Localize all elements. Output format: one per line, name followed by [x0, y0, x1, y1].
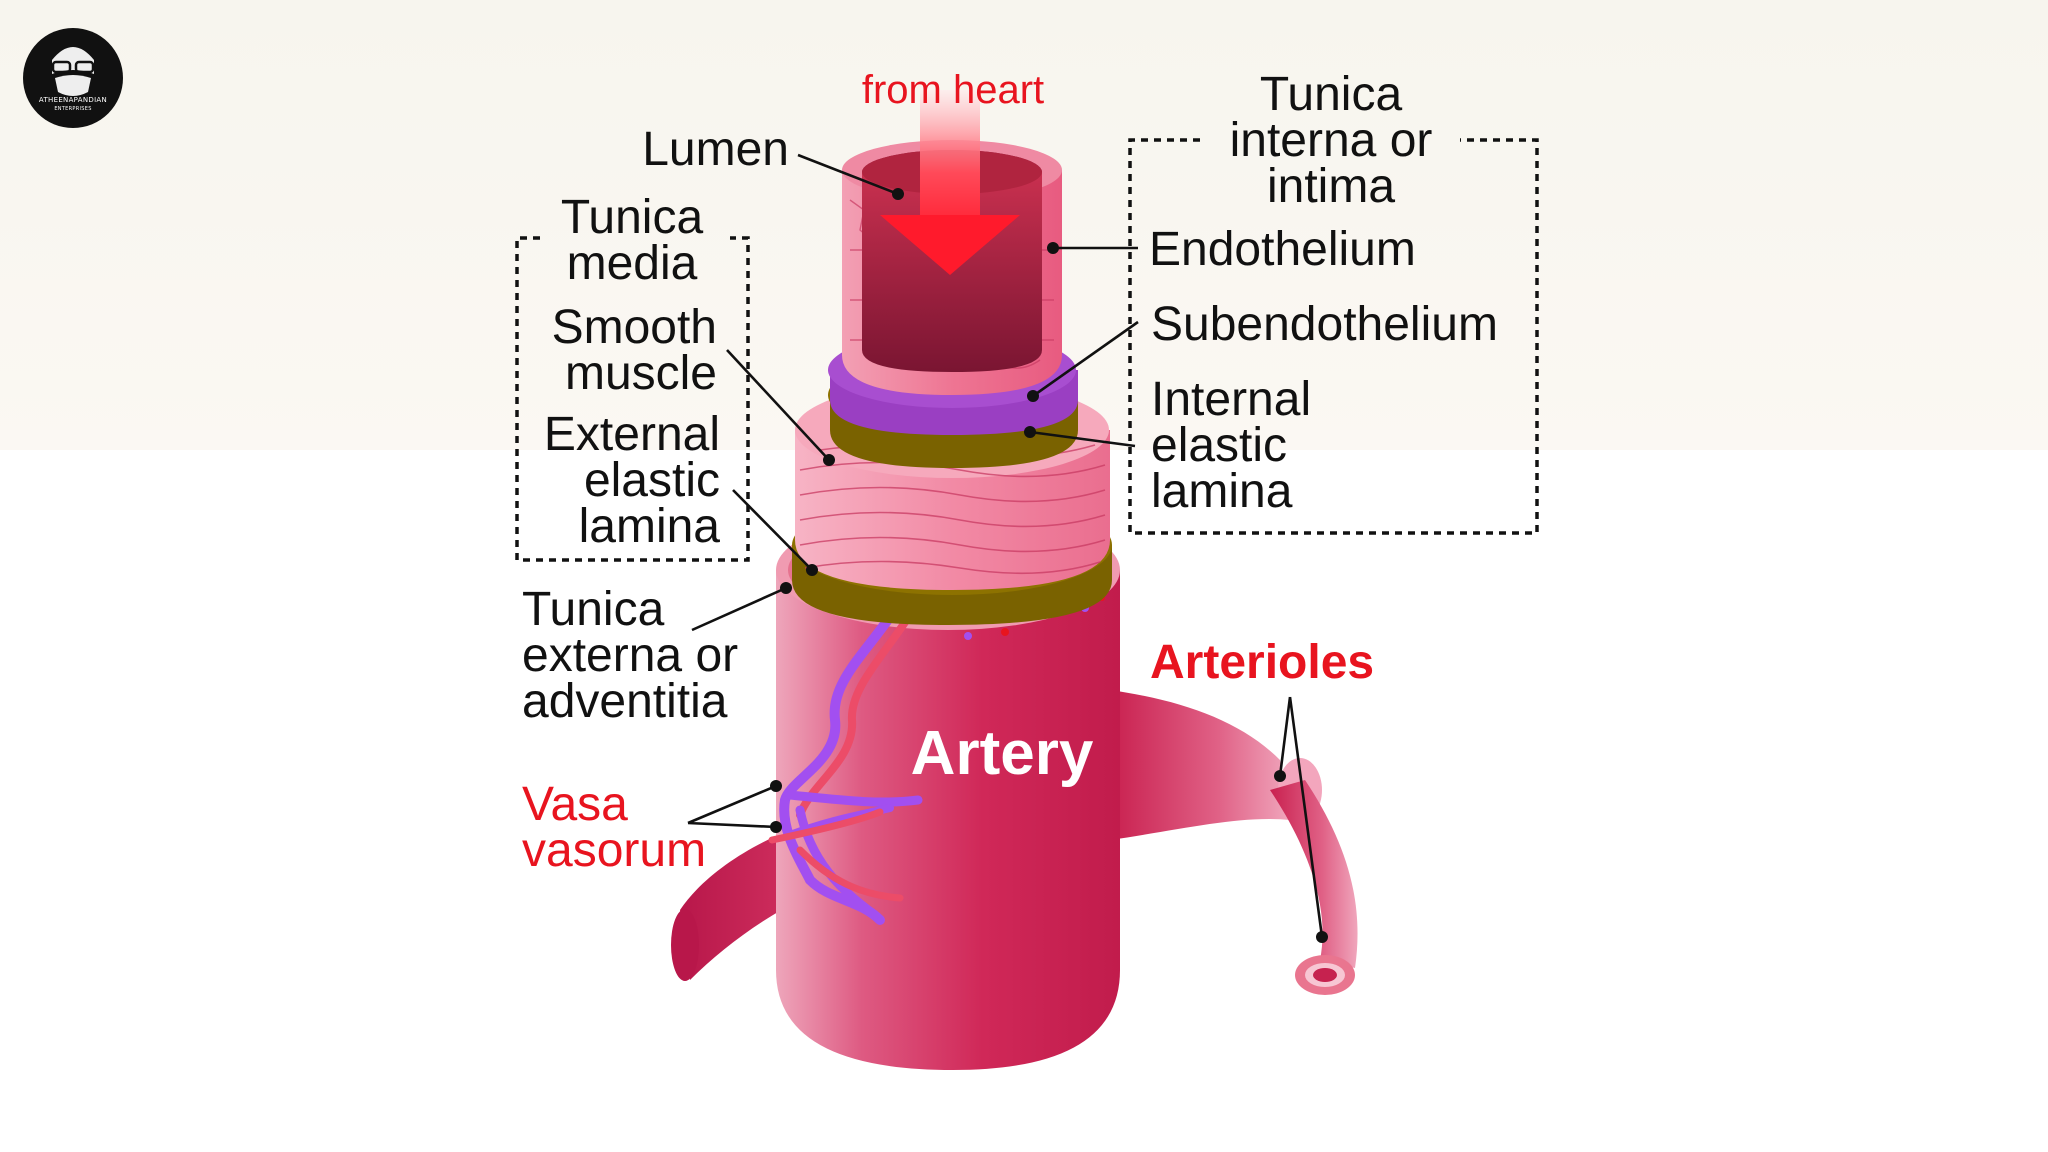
svg-text:Tunica: Tunica — [522, 583, 665, 636]
arterioles-dot-2 — [1316, 931, 1328, 943]
svg-text:elastic: elastic — [1151, 419, 1287, 472]
tunica-interna-label: Tunica interna or intima — [1230, 68, 1433, 213]
svg-text:lamina: lamina — [1151, 465, 1293, 518]
vasa-vasorum-vessels — [768, 597, 923, 925]
svg-text:muscle: muscle — [565, 347, 717, 400]
subendothelium-label: Subendothelium — [1151, 298, 1498, 351]
tunica-interna-bracket — [1128, 138, 1539, 535]
tunica-media-bracket — [515, 236, 750, 562]
svg-text:Tunica: Tunica — [1260, 68, 1403, 121]
svg-text:Internal: Internal — [1151, 373, 1311, 426]
svg-text:intima: intima — [1267, 160, 1395, 213]
tunica-externa-label: Tunica externa or adventitia — [522, 583, 738, 728]
arterioles-dot-1 — [1274, 770, 1286, 782]
svg-text:External: External — [544, 408, 720, 461]
vasa-vasorum-label: Vasa vasorum — [522, 778, 706, 877]
bearded-man-glasses-icon — [51, 47, 95, 96]
svg-text:elastic: elastic — [584, 454, 720, 507]
brand-logo: ATHEENAPANDIAN ENTERPRISES — [23, 28, 123, 128]
svg-text:Vasa: Vasa — [522, 778, 628, 831]
smooth-muscle-dot — [823, 454, 835, 466]
vasa-vasorum-dot-1 — [770, 780, 782, 792]
svg-text:interna or: interna or — [1230, 114, 1433, 167]
tunica-externa-leader — [691, 586, 787, 632]
arterioles-leader — [1278, 696, 1324, 938]
endothelium-dot — [1047, 242, 1059, 254]
endothelium-label: Endothelium — [1149, 223, 1416, 276]
logo-text: ATHEENAPANDIAN — [39, 96, 107, 104]
blood-flow-arrow — [880, 90, 1020, 275]
internal-elastic-label: Internal elastic lamina — [1151, 373, 1311, 518]
svg-text:lamina: lamina — [579, 500, 721, 553]
subendothelium-leader — [1032, 320, 1139, 398]
arterioles-label: Arterioles — [1150, 636, 1374, 689]
branch-left — [671, 830, 800, 981]
external-elastic-dot — [806, 564, 818, 576]
logo-subtext: ENTERPRISES — [54, 106, 91, 112]
smooth-muscle-leader — [726, 349, 830, 461]
lumen-dot — [892, 188, 904, 200]
external-elastic-leader — [732, 489, 813, 571]
smooth-muscle-label: Smooth muscle — [552, 301, 717, 400]
internal-elastic-dot — [1024, 426, 1036, 438]
lumen-label: Lumen — [642, 123, 789, 176]
arteriole-branch-right — [1110, 690, 1358, 995]
svg-text:Smooth: Smooth — [552, 301, 717, 354]
vasa-vasorum-dot-2 — [770, 821, 782, 833]
vasa-vasorum-leader — [687, 784, 777, 829]
svg-text:media: media — [567, 237, 698, 290]
internal-elastic-leader — [1029, 430, 1136, 448]
subendothelium-dot — [1027, 390, 1039, 402]
svg-text:Tunica: Tunica — [561, 191, 704, 244]
external-elastic-label: External elastic lamina — [544, 408, 720, 553]
svg-text:adventitia: adventitia — [522, 675, 728, 728]
tunica-externa-dot — [780, 582, 792, 594]
svg-text:externa or: externa or — [522, 629, 738, 682]
lumen-leader — [797, 153, 899, 196]
tunica-media-label: Tunica media — [561, 191, 704, 290]
svg-text:vasorum: vasorum — [522, 824, 706, 877]
from-heart-label: from heart — [862, 68, 1044, 112]
artery-label: Artery — [911, 719, 1094, 788]
